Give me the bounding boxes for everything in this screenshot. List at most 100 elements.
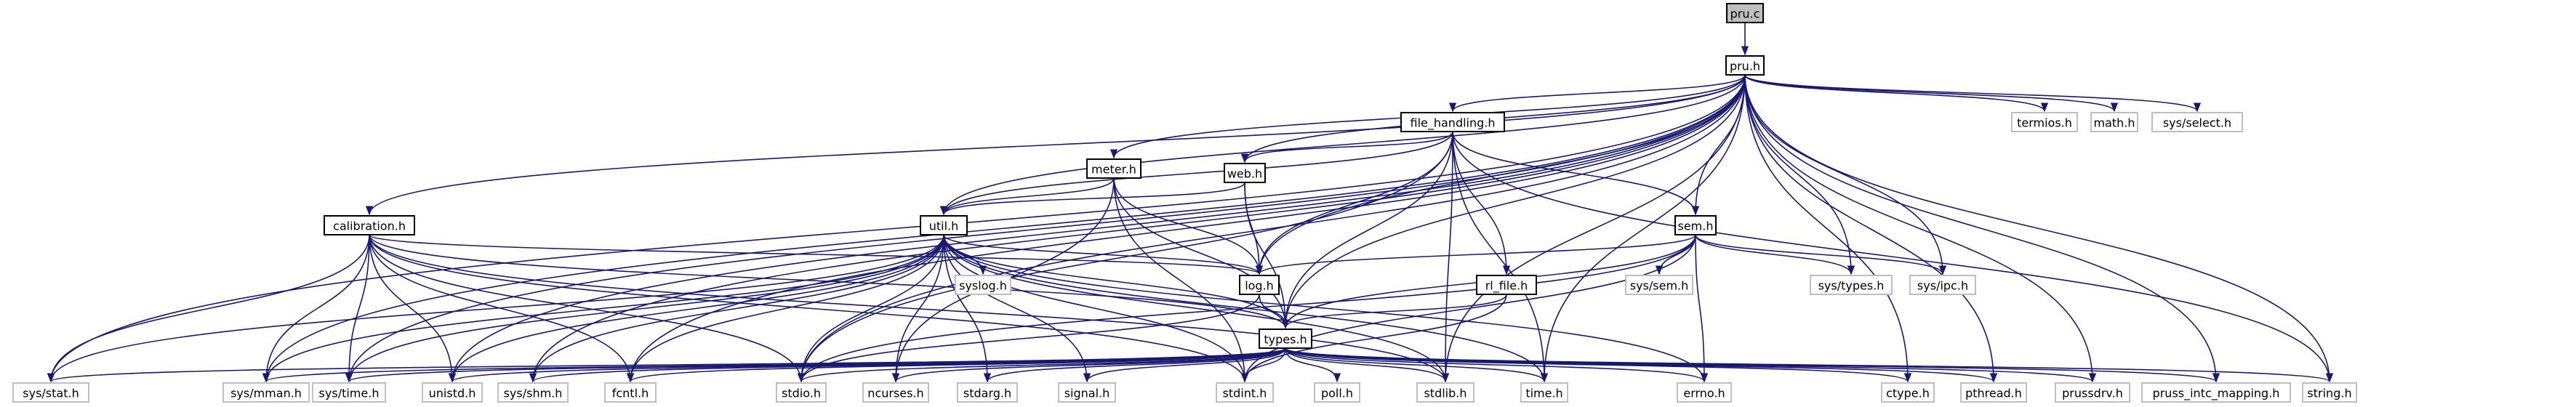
edge-util-h-to-sys-shm-h: [529, 234, 944, 383]
edge-web-h-to-log-h: [1244, 182, 1264, 275]
node-label: log.h: [1245, 279, 1274, 293]
node-label: sys/stat.h: [23, 387, 79, 400]
node-types-h[interactable]: types.h: [1259, 329, 1312, 349]
node-label: fcntl.h: [612, 387, 649, 400]
edge-pru-h-to-sys-ipc-h: [1744, 74, 1947, 275]
node-label: ctype.h: [1886, 387, 1930, 400]
edge-sem-h-to-sys-ipc-h: [1695, 234, 1946, 275]
edge-file-handling-h-to-types-h: [1281, 131, 1453, 329]
node-poll-h: poll.h: [1314, 382, 1360, 403]
edge-meter-h-to-types-h: [1113, 177, 1290, 329]
edge-types-h-to-stdio-h: [798, 347, 1286, 383]
edge-util-h-to-signal-h: [943, 234, 1091, 383]
nodes-layer: pru.c pru.h file_handling.h meter.h web.h cal…: [12, 3, 2357, 403]
edge-types-h-to-time-h: [1285, 347, 1548, 383]
edge-types-h-to-fcntl-h: [627, 347, 1286, 383]
node-label: time.h: [1525, 387, 1562, 400]
node-box: [2011, 112, 2078, 132]
node-meter-h[interactable]: meter.h: [1086, 158, 1141, 179]
node-box: [1726, 3, 1764, 23]
node-box: [1058, 382, 1116, 403]
node-calibration-h[interactable]: calibration.h: [324, 215, 415, 235]
edge-file-handling-h-to-util-h: [940, 131, 1453, 216]
node-box: [604, 382, 657, 403]
edge-web-h-to-util-h: [940, 182, 1245, 216]
node-label: string.h: [2307, 387, 2351, 400]
node-box: [1810, 275, 1893, 295]
edge-meter-h-to-log-h: [1113, 177, 1264, 275]
node-ctype-h: ctype.h: [1881, 382, 1935, 403]
node-label: syslog.h: [959, 279, 1007, 293]
node-label: sys/mman.h: [230, 387, 302, 400]
edge-util-h-to-stdio-h: [797, 234, 944, 383]
edge-calibration-h-to-sys-time-h: [345, 234, 370, 383]
edge-util-h-to-syslog-h: [943, 234, 987, 275]
edge-meter-h-to-stdint-h: [1113, 177, 1249, 383]
edge-util-h-to-sys-mman-h: [262, 234, 944, 383]
edge-pru-h-to-stdlib-h: [1441, 74, 1746, 383]
node-label: sys/select.h: [2163, 116, 2231, 130]
edge-sem-h-to-log-h: [1256, 234, 1696, 275]
node-rl-file-h[interactable]: rl_file.h: [1476, 275, 1537, 295]
edge-calibration-h-to-types-h: [369, 234, 1289, 329]
node-fcntl-h: fcntl.h: [604, 382, 657, 403]
node-label: poll.h: [1321, 387, 1353, 400]
node-label: ncurses.h: [867, 387, 923, 400]
node-label: stdarg.h: [963, 387, 1011, 400]
node-box: [1909, 275, 1976, 295]
edge-pru-h-to-util-h: [940, 74, 1746, 216]
node-label: pthread.h: [1965, 387, 2022, 400]
node-label: sys/time.h: [319, 387, 380, 400]
node-box: [920, 215, 968, 235]
edge-file-handling-h-to-string-h: [1452, 131, 2334, 383]
node-termios-h: termios.h: [2011, 112, 2078, 132]
edge-file-handling-h-to-stdlib-h: [1441, 131, 1453, 383]
edge-util-h-to-sys-stat-h: [47, 234, 944, 383]
edge-pru-h-to-math-h: [1744, 74, 2118, 113]
node-box: [776, 382, 827, 403]
node-pru-h[interactable]: pru.h: [1725, 55, 1765, 76]
node-unistd-h: unistd.h: [422, 382, 483, 403]
edge-pru-h-to-termios-h: [1744, 74, 2048, 113]
edge-types-h-to-poll-h: [1285, 347, 1341, 383]
edge-rl-file-h-to-types-h: [1281, 294, 1507, 329]
node-math-h: math.h: [2090, 112, 2138, 132]
node-box: [1674, 215, 1717, 235]
edge-pru-h-to-time-h: [1540, 74, 1746, 383]
edge-calibration-h-to-stdlib-h: [369, 234, 1449, 383]
node-box: [1677, 382, 1732, 403]
edge-rl-file-h-to-stdint-h: [1240, 294, 1507, 383]
node-web-h[interactable]: web.h: [1224, 163, 1266, 183]
edge-web-h-to-types-h: [1244, 182, 1290, 329]
edge-calibration-h-to-stdint-h: [369, 234, 1248, 383]
node-sys-shm-h: sys/shm.h: [497, 382, 569, 403]
node-box: [2151, 112, 2243, 132]
edge-util-h-to-types-h: [943, 234, 1290, 329]
node-stdlib-h: stdlib.h: [1416, 382, 1474, 403]
edge-types-h-to-stdint-h: [1240, 347, 1286, 383]
node-box: [1216, 382, 1274, 403]
edge-types-h-to-unistd-h: [449, 347, 1286, 383]
node-syslog-h: syslog.h: [955, 275, 1011, 295]
edge-pru-h-to-unistd-h: [448, 74, 1746, 383]
node-label: errno.h: [1683, 387, 1725, 400]
node-file-handling-h[interactable]: file_handling.h: [1400, 112, 1505, 132]
node-label: pru.c: [1730, 7, 1760, 21]
node-box: [955, 275, 1011, 295]
edge-pru-h-to-ctype-h: [1744, 74, 1912, 383]
edge-util-h-to-fcntl-h: [626, 234, 944, 383]
node-label: sem.h: [1678, 219, 1714, 233]
node-util-h[interactable]: util.h: [920, 215, 968, 235]
edge-pru-h-to-pruss-intc-mapping-h: [1744, 74, 2220, 383]
node-sys-select-h: sys/select.h: [2151, 112, 2243, 132]
node-time-h: time.h: [1520, 382, 1568, 403]
edge-file-handling-h-to-rl-file-h: [1452, 131, 1511, 275]
edge-pru-h-to-prussdrv-h: [1744, 74, 2097, 383]
node-log-h[interactable]: log.h: [1239, 275, 1280, 295]
edge-calibration-h-to-sys-mman-h: [262, 234, 370, 383]
node-sem-h[interactable]: sem.h: [1674, 215, 1717, 235]
node-pru-c[interactable]: pru.c: [1726, 3, 1764, 23]
edge-util-h-to-errno-h: [943, 234, 1709, 383]
node-box: [12, 382, 89, 403]
node-stdint-h: stdint.h: [1216, 382, 1274, 403]
